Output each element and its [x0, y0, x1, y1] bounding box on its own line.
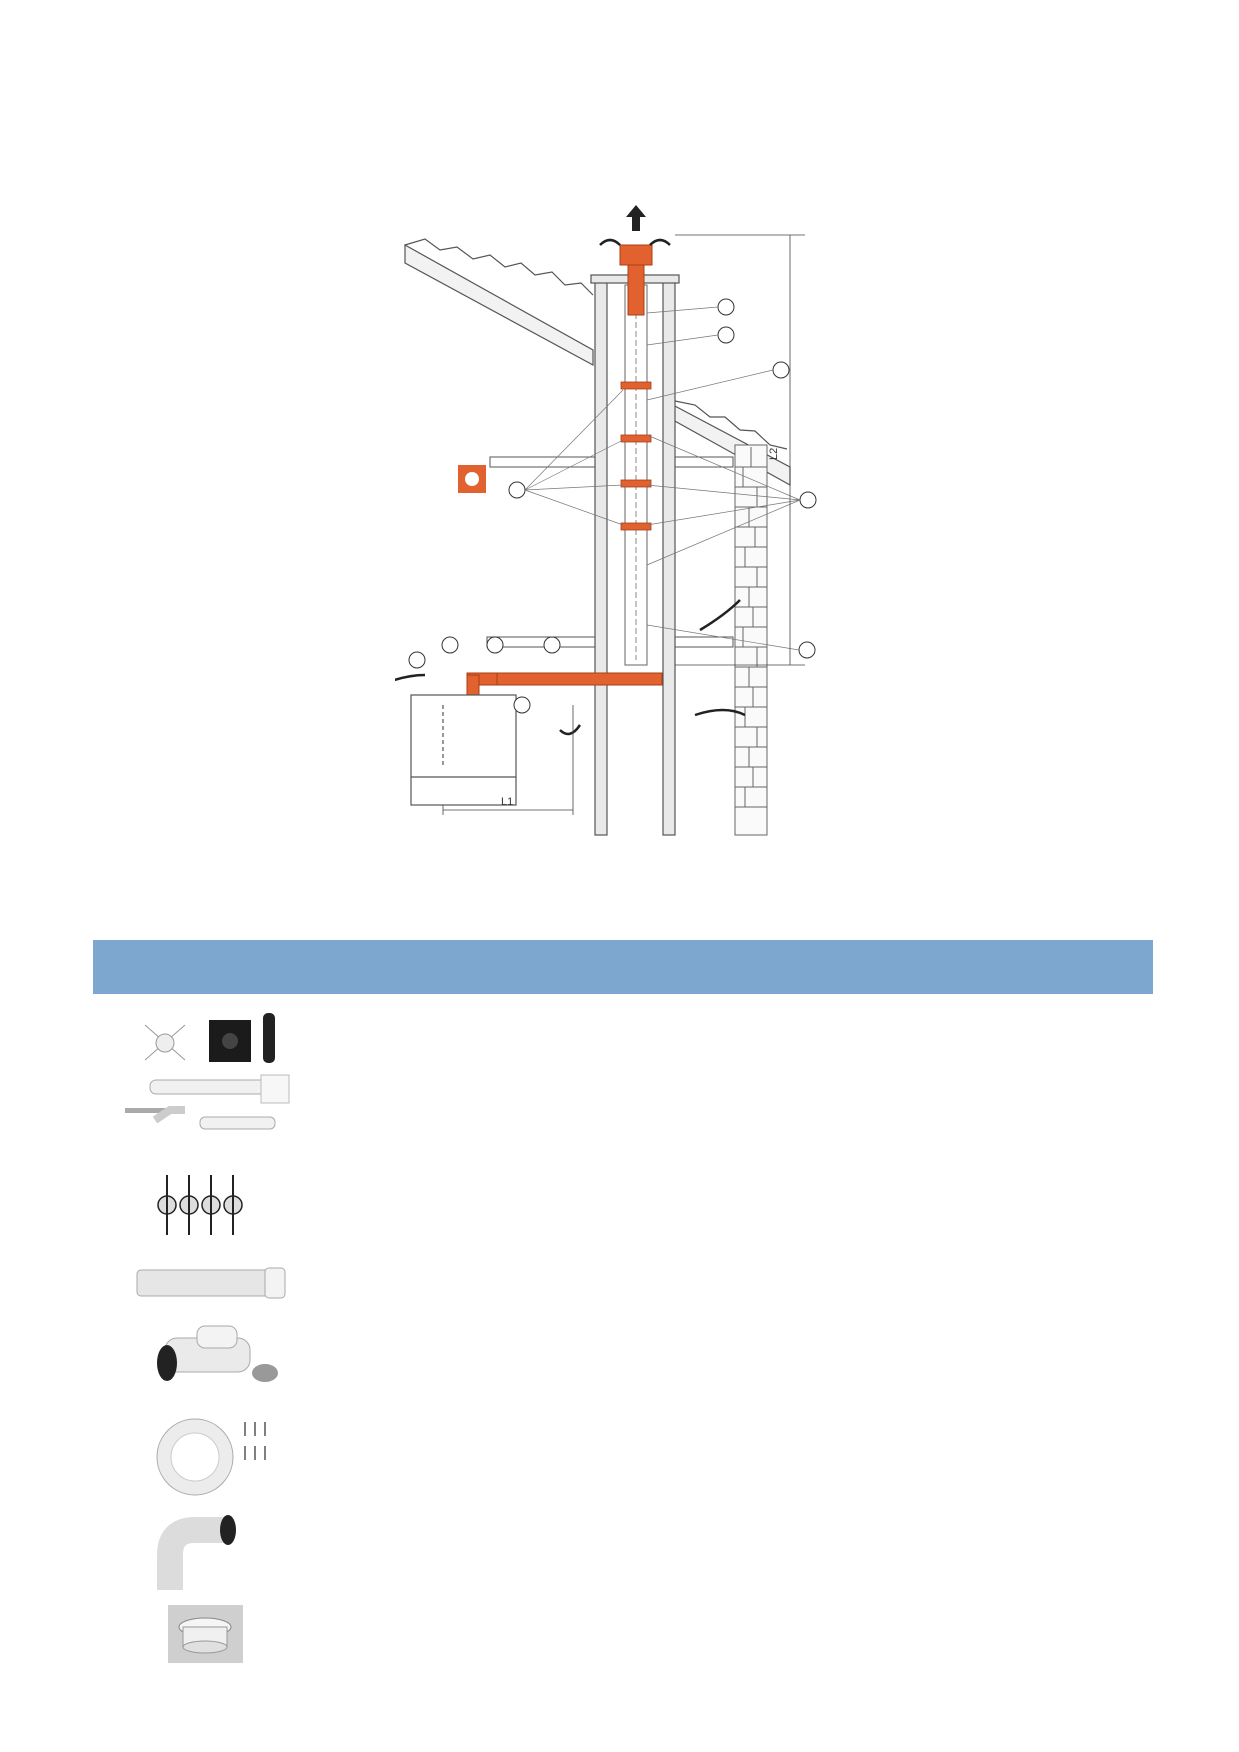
lower-floor-right — [672, 636, 734, 648]
horizontal-flue-connection — [466, 672, 663, 698]
flue-liner — [624, 284, 648, 666]
dimension-lines — [442, 234, 805, 815]
adapter-ring-icon — [125, 1605, 295, 1665]
chimney-flue-diagram: L2 L1 — [395, 205, 817, 836]
inspection-tee-icon — [125, 1318, 295, 1398]
exhaust-arrow — [626, 205, 646, 231]
spacer-clips — [620, 381, 652, 531]
wall-opening-marker — [458, 465, 486, 493]
spacer-clips-icon — [125, 1170, 295, 1240]
dimension-label-l1: L1 — [501, 796, 513, 808]
right-roof — [672, 400, 791, 487]
wall-rosette-with-screws-icon — [125, 1412, 295, 1502]
callout-markers — [408, 298, 817, 714]
air-flow-arrows — [395, 238, 746, 736]
leader-lines — [524, 306, 801, 651]
straight-pipe-icon — [125, 1262, 295, 1302]
left-roof — [404, 238, 594, 367]
section-header-band — [93, 940, 1153, 994]
terminal-cap — [619, 244, 653, 316]
dimension-label-l2: L2 — [768, 448, 780, 460]
elbow-bend-icon — [125, 1510, 295, 1595]
flue-set-components-icon — [125, 1005, 295, 1145]
boiler-unit — [410, 694, 517, 806]
